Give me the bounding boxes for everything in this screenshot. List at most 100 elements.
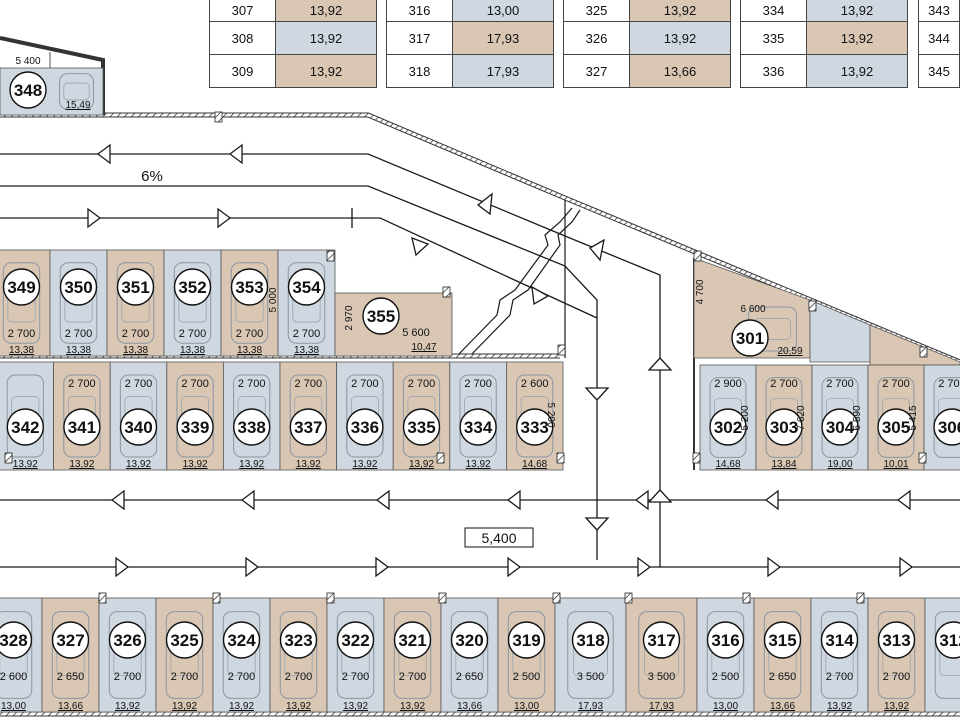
spot-area-label: 13,92 (115, 701, 140, 712)
car-outline (402, 374, 441, 458)
car-outline (765, 377, 803, 458)
spot-badge (393, 621, 432, 659)
car-outline (709, 377, 747, 458)
spot-badge (176, 408, 214, 446)
spot-width-label: 2 700 (408, 378, 436, 390)
spot-area-label: 13,92 (352, 459, 377, 470)
spot-badge (933, 408, 960, 446)
car-outline (222, 611, 261, 699)
car-outline (346, 374, 384, 458)
car-outline (820, 611, 859, 699)
arrow-right (767, 556, 782, 578)
spot-badge (165, 621, 204, 659)
spot-area-cell: 13,92 (629, 0, 731, 22)
arrow-left (375, 489, 390, 511)
spot-width-label: 2 700 (295, 378, 323, 390)
spot-badge (2, 268, 41, 306)
spot-badge (173, 268, 212, 306)
spot-number-cell: 307 (209, 0, 276, 22)
column-marker (4, 452, 13, 464)
spot-badge (731, 319, 769, 357)
spot-area-cell: 13,92 (275, 0, 377, 22)
spot-area-label: 13,92 (296, 459, 321, 470)
spot-width-label: 2 700 (293, 328, 321, 340)
spot-number-cell: 326 (563, 21, 630, 55)
spot-badge (459, 408, 497, 446)
spot-number: 353 (235, 278, 263, 297)
car-outline (287, 262, 326, 344)
spot-number: 320 (455, 631, 483, 650)
spot-number: 312 (939, 631, 960, 650)
spot-area-label: 13,92 (239, 459, 264, 470)
spot-badge (9, 71, 47, 109)
car-outline (59, 262, 98, 344)
spot-width-label: 2 700 (342, 671, 370, 683)
arrow-left (506, 489, 521, 511)
spot-badge (279, 621, 318, 659)
spot-area-label: 15,49 (65, 100, 90, 111)
spot-width-label: 2 700 (236, 328, 264, 340)
spot-depth-label: 5 200 (740, 405, 751, 430)
car-outline (821, 377, 859, 458)
spot-area-label: 13,92 (13, 459, 38, 470)
aisle-width-label: 5,400 (481, 530, 516, 546)
parking-spot-bay (869, 324, 960, 366)
column-marker (212, 592, 221, 604)
spot-number: 350 (64, 278, 92, 297)
spot-badge (63, 408, 101, 446)
spot-number-cell: 336 (740, 54, 807, 88)
spot-badge (336, 621, 375, 659)
spot-number: 351 (121, 278, 149, 297)
spot-area-label: 13,92 (400, 701, 425, 712)
car-outline (165, 611, 204, 699)
spot-badge (222, 621, 261, 659)
spot-width-label: 2 700 (826, 671, 854, 683)
arrow-down (584, 387, 610, 401)
stair-zigzag-1 (454, 207, 573, 359)
car-outline (934, 611, 960, 699)
stair-zigzag-2 (467, 209, 581, 359)
car-outline (450, 611, 489, 699)
spot-width-label: 2 700 (65, 328, 93, 340)
arrow-left (764, 489, 779, 511)
spot-number: 336 (351, 418, 379, 437)
spot-badge (287, 268, 326, 306)
spot-area-label: 13,92 (884, 701, 909, 712)
spot-number: 303 (770, 418, 798, 437)
spot-width-label: 2 900 (714, 378, 742, 390)
spot-badge (59, 268, 98, 306)
arrow-left (896, 489, 911, 511)
spot-area-label: 13,00 (514, 701, 539, 712)
car-outline (638, 611, 685, 699)
aisle-line-4 (352, 217, 598, 319)
arrow-left (589, 238, 605, 262)
spot-number: 302 (714, 418, 742, 437)
spot-number: 313 (882, 631, 910, 650)
spot-number: 326 (113, 631, 141, 650)
spot-width-label: 2 650 (456, 671, 484, 683)
spot-area-cell: 13,92 (275, 21, 377, 55)
spot-area-cell: 17,93 (452, 21, 554, 55)
arrow-down (584, 517, 610, 531)
spot-area-label: 13,92 (69, 459, 94, 470)
arrow-right (115, 556, 130, 578)
spot-width-label: 2 700 (883, 671, 911, 683)
column-marker (98, 592, 107, 604)
parking-spot (41, 597, 100, 713)
spot-number-cell: 345 (918, 54, 960, 88)
spot-number: 314 (825, 631, 854, 650)
spot-width-label: 2 700 (238, 378, 266, 390)
car-outline (6, 374, 44, 458)
arrow-left (228, 143, 243, 165)
spot-width-label: 3 500 (577, 671, 605, 683)
spot-number: 318 (576, 631, 604, 650)
arrow-right (899, 556, 914, 578)
